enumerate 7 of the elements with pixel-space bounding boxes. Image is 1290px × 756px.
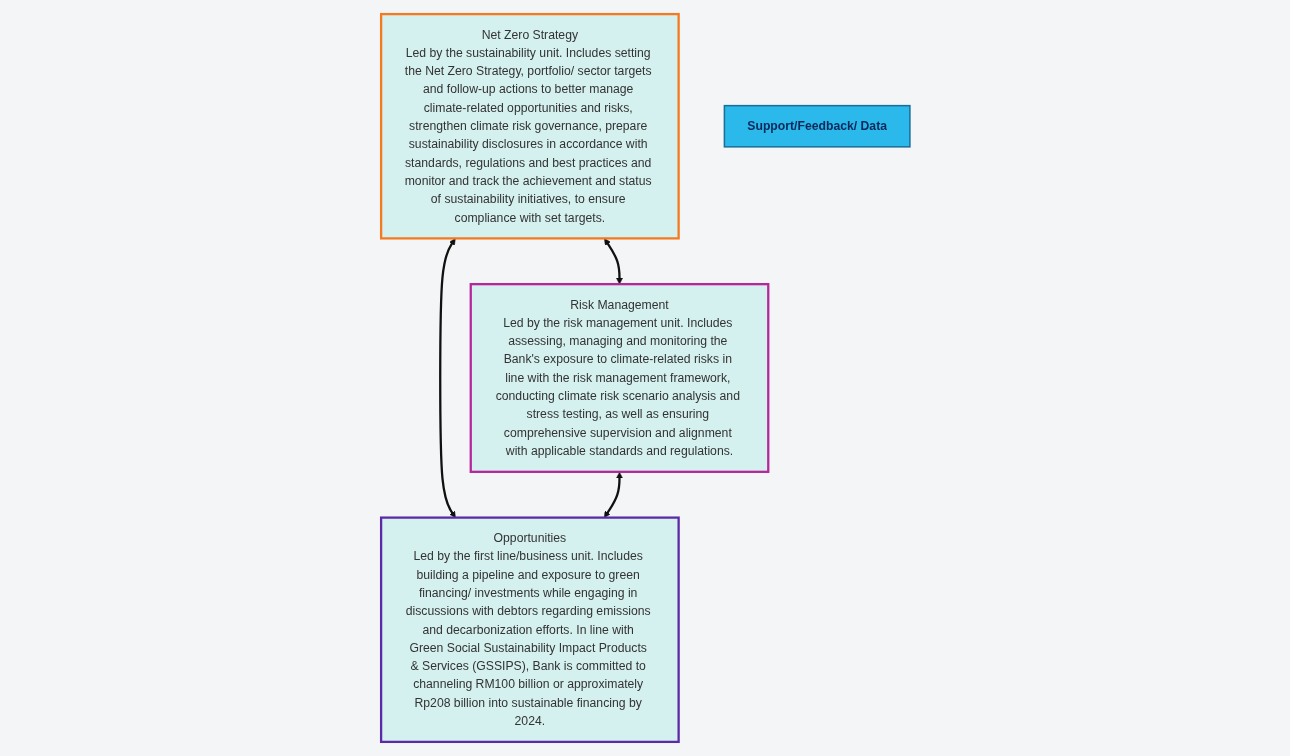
node-box: Support/Feedback/ Data	[723, 104, 911, 148]
arrow	[603, 238, 623, 285]
node-box: Opportunities Led by the first line/business unit. Includes building a pipeline and exposure to green financing/ investments while engaging in discussions with debtors regarding emissions and decarbonization efforts. In line with Green Social Sustainability Impact Products & Services (GSSIPS), Bank is committed to channeling RM100 billion or approximately Rp208 billion into sustainable financing by 2024.	[379, 516, 680, 744]
arrow	[438, 238, 456, 518]
node-box: Risk Management Led by the risk management unit. Includes assessing, managing and monitoring the Bank's exposure to climate-related risks in line with the risk management framework, conducting climate risk scenario analysis and stress testing, as well as ensuring comprehensive supervision and alignment with applicable standards and regulations.	[469, 283, 769, 473]
arrow	[603, 471, 623, 518]
node-box: Net Zero Strategy Led by the sustainability unit. Includes setting the Net Zero Strategy, portfolio/ sector targets and follow-up actions to better manage climate-related opportunities and risks, strengthen climate risk governance, prepare sustainability disclosures in accordance with standards, regulations and best practices and monitor and track the achievement and status of sustainability initiatives, to ensure compliance with set targets.	[379, 12, 680, 240]
